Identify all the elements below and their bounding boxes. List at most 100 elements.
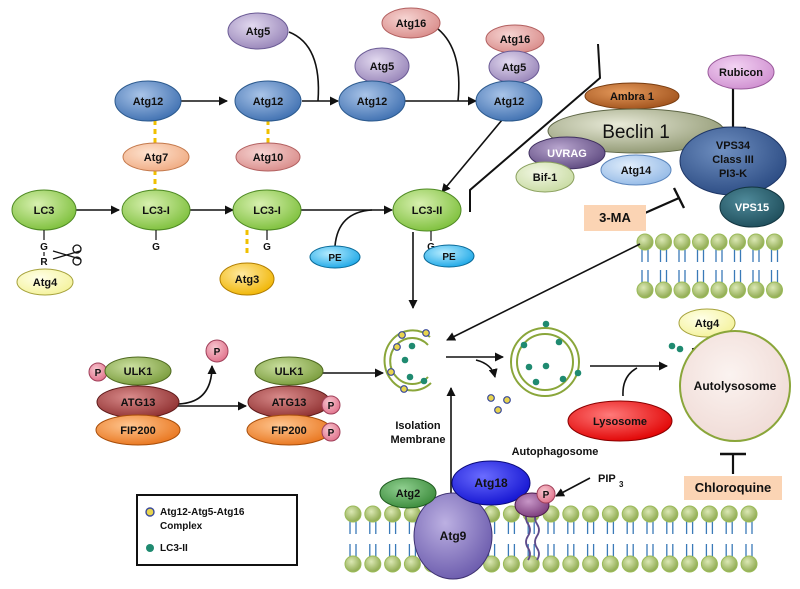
lysosome: Lysosome xyxy=(567,400,673,442)
released-complex-dots xyxy=(487,394,511,414)
scissors-icon xyxy=(52,244,82,266)
uvrag: UVRAG xyxy=(528,136,606,170)
svg-text:Rubicon: Rubicon xyxy=(719,67,763,79)
svg-text:Isolation: Isolation xyxy=(395,420,441,432)
atg12-node-1: Atg12 xyxy=(114,80,182,122)
lipid-head xyxy=(700,555,718,573)
lc3-i-node-2: LC3-I xyxy=(232,189,302,231)
svg-text:Atg5: Atg5 xyxy=(502,62,526,74)
svg-text:VPS15: VPS15 xyxy=(735,202,769,214)
svg-text:FIP200: FIP200 xyxy=(120,425,155,437)
svg-text:Atg16: Atg16 xyxy=(396,18,427,30)
svg-text:Atg12: Atg12 xyxy=(253,96,284,108)
lipid-head xyxy=(681,505,699,523)
svg-text:Atg4: Atg4 xyxy=(33,277,58,289)
atg4-right: Atg4 xyxy=(678,308,736,338)
legend-item-complex: Atg12-Atg5-Atg16 Complex xyxy=(145,507,245,532)
lipid-head xyxy=(692,233,709,251)
lc3-i-node-1: LC3-I xyxy=(121,189,191,231)
membrane-bilayer-right xyxy=(636,233,783,299)
svg-text:ATG13: ATG13 xyxy=(272,397,307,409)
svg-text:P: P xyxy=(328,428,335,439)
ulk1-inactive: ULK1 xyxy=(104,356,172,386)
lipid-head xyxy=(766,233,783,251)
lipid-head xyxy=(384,505,402,523)
lipid-head xyxy=(562,555,580,573)
svg-text:ATG13: ATG13 xyxy=(121,397,156,409)
lipid-head xyxy=(562,505,580,523)
lipid-head xyxy=(601,555,619,573)
svg-text:Lysosome: Lysosome xyxy=(593,416,647,428)
lipid-head xyxy=(522,555,540,573)
atg13-active: ATG13 xyxy=(247,385,331,419)
svg-text:Ambra 1: Ambra 1 xyxy=(610,91,654,103)
svg-text:Bif-1: Bif-1 xyxy=(533,172,557,184)
svg-text:Chloroquine: Chloroquine xyxy=(695,480,772,495)
lipid-head xyxy=(720,555,738,573)
lipid-head xyxy=(729,233,746,251)
lipid-head xyxy=(747,281,765,299)
atg5-top: Atg5 xyxy=(227,12,289,50)
svg-text:P: P xyxy=(543,490,550,501)
svg-text:Atg12: Atg12 xyxy=(494,96,525,108)
autolysosome: Autolysosome xyxy=(679,330,791,442)
atg14: Atg14 xyxy=(600,154,672,186)
svg-text:Atg5: Atg5 xyxy=(246,26,270,38)
svg-text:Atg12: Atg12 xyxy=(133,96,164,108)
svg-text:LC3-I: LC3-I xyxy=(253,205,281,217)
lipid-head xyxy=(403,555,421,573)
atg5-stack: Atg5 xyxy=(488,50,540,84)
svg-text:Atg16: Atg16 xyxy=(500,34,531,46)
lipid-head xyxy=(364,505,382,523)
svg-text:P: P xyxy=(328,401,335,412)
svg-text:Class III: Class III xyxy=(712,154,754,166)
lipid-head xyxy=(621,555,639,573)
inhibitor-chloroquine: Chloroquine xyxy=(684,476,782,500)
svg-text:Autolysosome: Autolysosome xyxy=(694,379,777,393)
atg7: Atg7 xyxy=(122,142,190,172)
isolation-membrane: Isolation Membrane xyxy=(383,329,446,446)
lipid-head xyxy=(700,505,718,523)
lipid-head xyxy=(655,281,672,299)
svg-text:Atg7: Atg7 xyxy=(144,152,168,164)
lc3-ii-released-dots xyxy=(668,342,684,353)
svg-text:PE: PE xyxy=(442,252,456,263)
svg-text:Atg9: Atg9 xyxy=(440,529,467,543)
p-on-fip200: P xyxy=(321,422,341,442)
p-left: P xyxy=(88,362,108,382)
rubicon: Rubicon xyxy=(707,54,775,90)
svg-text:LC3-I: LC3-I xyxy=(142,205,170,217)
inhibitor-3-ma: 3-MA xyxy=(584,205,646,231)
ulk1-active: ULK1 xyxy=(254,356,324,386)
pip3-tails xyxy=(525,511,540,561)
lipid-head xyxy=(344,505,362,523)
lipid-head xyxy=(364,555,382,573)
lipid-head xyxy=(740,555,758,573)
autophagosome: Autophagosome xyxy=(510,320,598,458)
svg-text:VPS34: VPS34 xyxy=(716,140,751,152)
svg-text:3-MA: 3-MA xyxy=(599,210,631,225)
lipid-head xyxy=(542,555,560,573)
svg-text:FIP200: FIP200 xyxy=(271,425,306,437)
lipid-head xyxy=(673,281,691,299)
svg-text:Atg12: Atg12 xyxy=(357,96,388,108)
lipid-head xyxy=(673,233,691,251)
lipid-head xyxy=(641,505,659,523)
p-released: P xyxy=(205,339,229,363)
lipid-head xyxy=(502,555,520,573)
lc3: LC3 xyxy=(11,189,77,231)
lc3-tail-labels: G R G G G xyxy=(40,230,435,268)
atg10: Atg10 xyxy=(235,142,301,172)
atg12-node-2: Atg12 xyxy=(234,80,302,122)
pe-bound: PE xyxy=(423,244,475,268)
atg3: Atg3 xyxy=(219,262,275,296)
lipid-head xyxy=(636,233,654,251)
svg-text:Atg14: Atg14 xyxy=(621,165,652,177)
atg12-node-3: Atg12 xyxy=(338,80,406,122)
atg18: Atg18 xyxy=(451,460,531,506)
legend-item-lc3-ii: LC3-II xyxy=(146,543,188,554)
lipid-head xyxy=(740,505,758,523)
lipid-head xyxy=(710,281,728,299)
lc3-ii: LC3-II xyxy=(392,188,462,232)
lipid-head xyxy=(641,555,659,573)
